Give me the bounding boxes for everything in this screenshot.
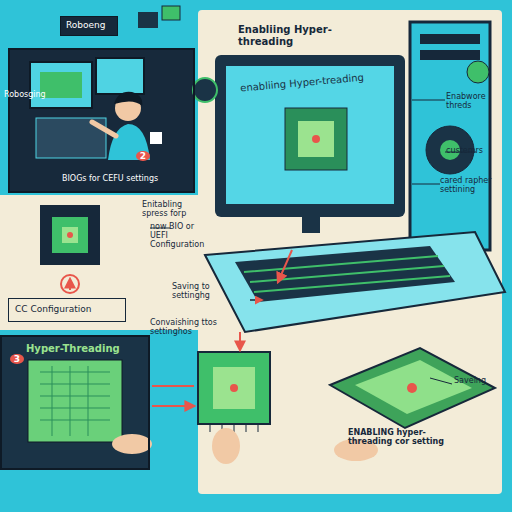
cpu-core (355, 360, 472, 414)
node-text: enabliing Hyper-treading (240, 69, 390, 94)
screen (96, 58, 144, 94)
chip-dot (407, 383, 417, 393)
up-icon (61, 275, 79, 293)
status-icon (467, 61, 489, 83)
config-box: CC Configuration (8, 298, 126, 322)
chip-dot (67, 232, 73, 238)
gear-icon (193, 78, 217, 102)
coffee-cup (150, 132, 162, 144)
chip-grid (40, 366, 110, 436)
flow-arrow (152, 386, 194, 406)
leader-line (412, 100, 476, 384)
screen (30, 62, 92, 108)
node-text: Hyper-Threading (26, 343, 146, 355)
cpu-die (62, 227, 78, 243)
desk (205, 232, 505, 332)
note-label: Enabwore threds (446, 92, 508, 110)
cpu-core (213, 367, 255, 409)
tab-box: Roboeng (60, 16, 118, 36)
cpu-core (52, 217, 88, 253)
note-label: Saving to settinghg (172, 282, 242, 300)
person-hair (114, 92, 142, 106)
hand (112, 434, 152, 454)
node-text: BIOGs for CEFU settings (62, 174, 192, 183)
drive-slot (420, 34, 480, 44)
person-arm (92, 122, 116, 136)
note-label: Convaishing ttos settinghos (150, 318, 234, 336)
cpu-chip (330, 348, 495, 428)
panel-box: enabliing Hyper-treading (225, 65, 395, 205)
window-icon (138, 12, 158, 28)
monitor-screen (225, 65, 395, 205)
pointer-arrow (278, 250, 292, 282)
screen-chip-core (298, 121, 334, 157)
hand (212, 428, 240, 464)
monitor-frame (215, 55, 405, 217)
note-label: now BIO or UEFI Configuration (150, 222, 206, 250)
key-rows (244, 256, 450, 292)
cpu-chip (198, 352, 270, 424)
panel-box: RobosgingBIOGs for CEFU settings (8, 48, 195, 193)
note-label: cared rapher settining (440, 176, 508, 194)
node-text: CC Configuration (15, 304, 121, 314)
pc-tower (410, 22, 490, 250)
flow-arrow (239, 332, 241, 350)
keyboard (235, 246, 455, 302)
node-text: Robosging (4, 90, 64, 99)
chip-dot (312, 135, 320, 143)
flow-arrow (250, 299, 262, 301)
note-label: Enitabling spress forp (142, 200, 202, 218)
cream-panel (0, 195, 205, 330)
drive-slot (420, 50, 480, 60)
chip-dot (230, 384, 238, 392)
chip-icon (162, 6, 180, 20)
chip-screen (28, 360, 122, 442)
chip-pins (210, 424, 258, 432)
screen-chip (40, 72, 82, 98)
note-label: custemrs (446, 146, 508, 155)
note-label: Saveing (454, 376, 506, 385)
cpu-chip (40, 205, 100, 265)
panel (8, 48, 195, 193)
note-label: ENABLING hyper-threading cor setting (348, 428, 460, 446)
node-text: Roboeng (66, 20, 114, 30)
heading: Enabliing Hyper-threading (238, 24, 368, 47)
monitor-stand (302, 217, 320, 233)
screen-chip (285, 108, 347, 170)
up-arrow (69, 279, 71, 290)
